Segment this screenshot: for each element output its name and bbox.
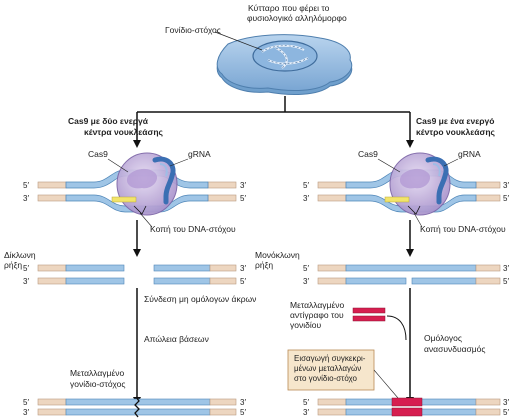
cell-illustration xyxy=(216,34,353,95)
right-cas9-label: Cas9 xyxy=(358,149,378,159)
right-grna-label: gRNA xyxy=(458,149,481,159)
cell-caption-2: φυσιολογικό αλληλόμορφο xyxy=(247,13,347,23)
mutant-copy-label-2: αντίγραφο του xyxy=(290,310,344,320)
strand-end: 5′ xyxy=(503,277,509,286)
strand-end: 5′ xyxy=(303,181,309,190)
arrowhead xyxy=(406,249,414,257)
strand-end: 3′ xyxy=(23,277,29,286)
strand-end: 3′ xyxy=(240,398,246,407)
strand-end: 3′ xyxy=(23,194,29,203)
right-break-label-2: ρήξη xyxy=(255,260,273,270)
pointer-line xyxy=(443,158,459,167)
pointer-line xyxy=(377,158,401,173)
insertion-label-3: στο γονίδιο-στόχο xyxy=(294,374,358,383)
left-grna-label: gRNA xyxy=(188,149,211,159)
strand-end: 3′ xyxy=(503,181,509,190)
strand-end: 5′ xyxy=(303,398,309,407)
left-heading-2: κέντρα νουκλεάσης xyxy=(84,127,164,137)
left-break-label-1: Δίκλωνη xyxy=(4,250,36,260)
right-mutant-dna xyxy=(317,397,501,417)
mutant-copy-dna xyxy=(352,307,386,322)
strand-end: 3′ xyxy=(303,277,309,286)
left-cas9-complex xyxy=(37,152,237,216)
strand-end: 5′ xyxy=(240,194,246,203)
strand-end: 5′ xyxy=(303,264,309,273)
strand-end: 3′ xyxy=(503,264,509,273)
strand-end: 5′ xyxy=(23,264,29,273)
strand-end: 3′ xyxy=(303,194,309,203)
pointer-line xyxy=(373,369,399,399)
left-cut-label: Κοπή του DNA-στόχου xyxy=(150,224,236,234)
strand-end: 5′ xyxy=(23,181,29,190)
hr-label-2: ανασυνδυασμός xyxy=(424,344,485,354)
base-loss-label: Απώλεια βάσεων xyxy=(144,334,209,344)
strand-end: 3′ xyxy=(240,264,246,273)
hr-label-1: Ομόλογος xyxy=(424,333,462,343)
target-gene-label: Γονίδιο-στόχος xyxy=(165,25,221,35)
mutant-copy-label-1: Μεταλλαγμένο xyxy=(290,300,344,310)
strand-end: 5′ xyxy=(240,277,246,286)
strand-end: 3′ xyxy=(23,408,29,417)
arrowhead xyxy=(133,249,141,257)
arrowhead xyxy=(406,140,414,148)
left-dsb-dna xyxy=(37,264,237,285)
pointer-line xyxy=(413,212,423,228)
strand-end: 5′ xyxy=(23,398,29,407)
strand-end: 5′ xyxy=(503,408,509,417)
nhej-label: Σύνδεση μη ομόλογων άκρων xyxy=(144,294,256,304)
right-break-label-1: Μονόκλωνη xyxy=(255,250,300,260)
target-gene-pointer xyxy=(214,31,263,51)
strand-end: 5′ xyxy=(240,408,246,417)
pointer-line xyxy=(107,158,129,173)
arrowhead xyxy=(133,140,141,148)
left-result-label-2: γονίδιο-στόχος xyxy=(70,379,125,389)
pointer-line xyxy=(139,212,153,228)
left-heading-1: Cas9 με δύο ενεργά xyxy=(68,116,149,126)
mutant-copy-label-3: γονιδίου xyxy=(290,320,321,330)
strand-end: 3′ xyxy=(303,408,309,417)
right-ssb-dna xyxy=(317,264,501,285)
right-cut-label: Κοπή του DNA-στόχου xyxy=(420,224,506,234)
left-cas9-label: Cas9 xyxy=(88,149,108,159)
left-mutant-dna xyxy=(37,396,237,418)
insertion-label-2: μένων μεταλλαγών xyxy=(294,364,361,373)
cell-caption-1: Κύτταρο που φέρει το xyxy=(248,3,330,13)
right-heading-2: κέντρο νουκλεάσης xyxy=(416,127,496,137)
insertion-box xyxy=(287,349,375,391)
pointer-line xyxy=(169,158,189,167)
right-heading-1: Cas9 με ένα ενεργό xyxy=(416,116,494,126)
insertion-label-1: Εισαγωγή συγκεκρι- xyxy=(294,354,366,363)
strand-end: 3′ xyxy=(240,181,246,190)
right-cas9-complex xyxy=(317,152,501,216)
mutant-copy-arrow xyxy=(386,315,407,341)
left-result-label-1: Μεταλλαγμένο xyxy=(70,368,124,378)
strand-end: 3′ xyxy=(503,398,509,407)
strand-end: 5′ xyxy=(503,194,509,203)
left-break-label-2: ρήξη xyxy=(4,260,22,270)
branch-arrows xyxy=(136,96,411,142)
